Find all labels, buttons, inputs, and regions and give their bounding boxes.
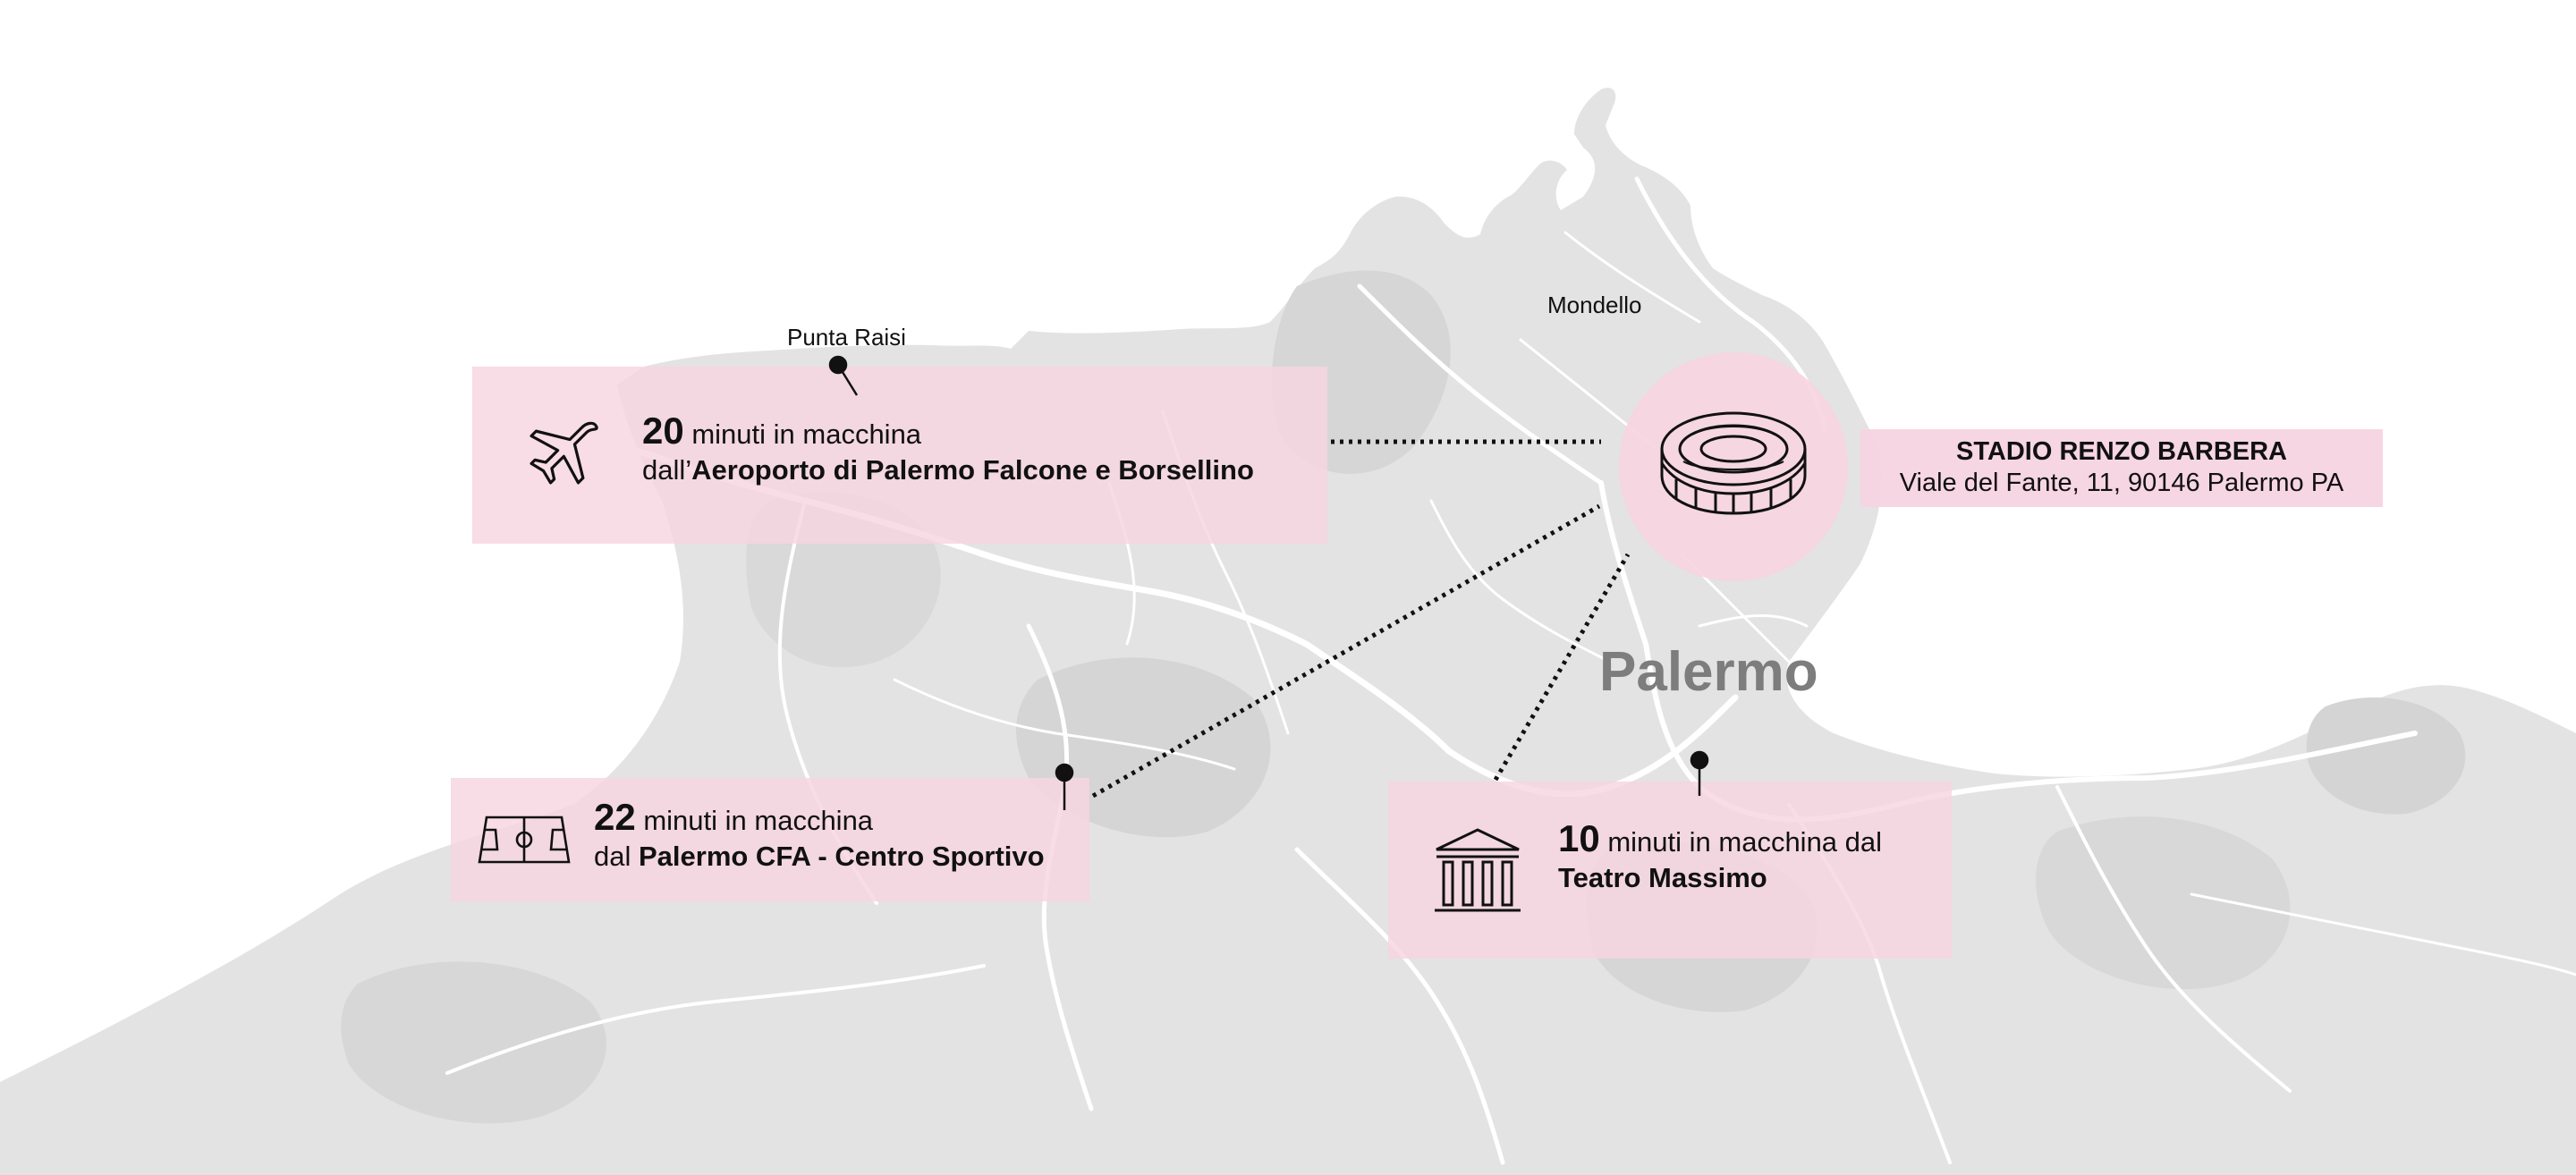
airport-prefix: dall’ (642, 454, 692, 486)
stadium-address: Viale del Fante, 11, 90146 Palermo PA (1899, 469, 2344, 497)
airport-name: Aeroporto di Palermo Falcone e Borsellin… (691, 454, 1254, 486)
pin-theater (1690, 750, 1709, 796)
pin-training-center (1055, 763, 1074, 810)
airport-line1: minuti in macchina (683, 418, 922, 450)
label-mondello: Mondello (1547, 292, 1642, 318)
airplane-icon (524, 417, 601, 498)
theater-minutes: 10 (1558, 817, 1600, 859)
stadium-icon (1657, 408, 1810, 530)
training-prefix: dal (594, 841, 639, 872)
route-line-training-center (1091, 503, 1601, 799)
airport-minutes: 20 (642, 410, 684, 452)
route-line-theater (1493, 553, 1631, 782)
theater-card: 10 minuti in macchina dal Teatro Massimo (1388, 782, 1952, 959)
label-city: Palermo (1599, 641, 1818, 703)
stadium-info: STADIO RENZO BARBERA Viale del Fante, 11… (1860, 429, 2383, 507)
football-pitch-icon (478, 814, 571, 870)
training-center-card: 22 minuti in macchina dal Palermo CFA - … (451, 778, 1089, 901)
theater-line1: minuti in macchina dal (1599, 826, 1883, 858)
pin-punta-raisi (828, 355, 859, 396)
stadium-name: STADIO RENZO BARBERA (1955, 437, 2288, 466)
theater-name: Teatro Massimo (1558, 862, 1767, 893)
training-line1: minuti in macchina (635, 805, 874, 836)
label-punta-raisi: Punta Raisi (787, 324, 906, 351)
theater-building-icon (1431, 826, 1524, 920)
airport-card: 20 minuti in macchina dall’Aeroporto di … (472, 367, 1327, 544)
training-name: Palermo CFA - Centro Sportivo (638, 841, 1045, 872)
stadium-marker (1619, 352, 1848, 581)
training-minutes: 22 (594, 796, 636, 838)
